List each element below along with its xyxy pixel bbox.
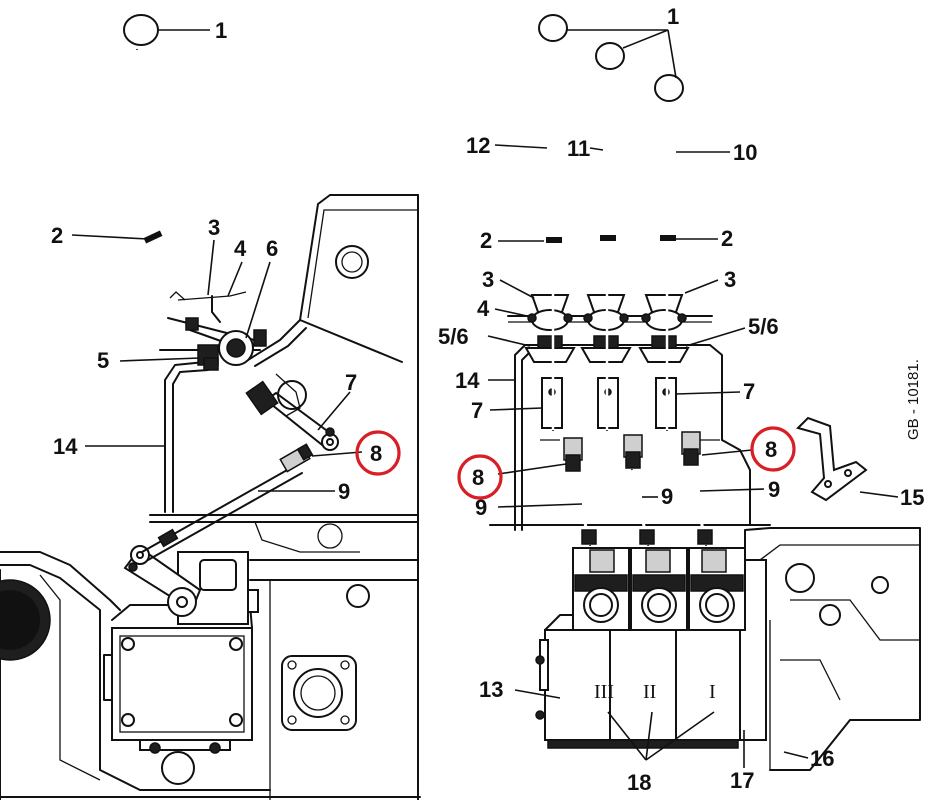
right-label-12: 12 xyxy=(466,133,490,158)
right-leader-lines xyxy=(487,29,899,768)
right-label-8-right: 8 xyxy=(765,437,777,462)
right-label-16: 16 xyxy=(810,746,834,771)
right-label-3-right: 3 xyxy=(724,267,736,292)
right-rod-ends-8 xyxy=(563,431,701,472)
left-connecting-rod-9 xyxy=(141,464,303,561)
right-label-14: 14 xyxy=(455,368,480,393)
right-label-4: 4 xyxy=(477,296,490,321)
right-label-2-right: 2 xyxy=(721,226,733,251)
left-hand-lever xyxy=(123,14,279,416)
right-label-8-left-highlight xyxy=(457,454,503,500)
left-label-9: 9 xyxy=(338,479,350,504)
right-lower-arms-7 xyxy=(541,377,677,429)
left-support-bracket-14 xyxy=(164,319,307,513)
left-label-6: 6 xyxy=(266,236,278,261)
left-label-8-highlight xyxy=(355,430,401,476)
right-label-8-right-highlight xyxy=(750,426,796,472)
right-support-frame-14 xyxy=(489,344,771,531)
left-valve-crank xyxy=(123,545,202,617)
right-label-7-right: 7 xyxy=(743,379,755,404)
right-label-2-left: 2 xyxy=(480,228,492,253)
right-label-11: 11 xyxy=(567,136,590,161)
right-label-5-6-left: 5/6 xyxy=(438,324,469,349)
left-label-4: 4 xyxy=(234,236,247,261)
left-rod-end-8 xyxy=(279,443,314,473)
right-label-18: 18 xyxy=(627,770,651,795)
figure-code: GB - 10181. xyxy=(905,359,922,440)
left-label-14: 14 xyxy=(53,434,78,459)
right-label-5-6-right: 5/6 xyxy=(748,314,779,339)
right-label-9-center: 9 xyxy=(661,484,673,509)
left-leader-lines xyxy=(71,29,363,492)
right-pivot-left xyxy=(524,294,576,363)
left-label-8: 8 xyxy=(370,441,382,466)
right-label-9-left: 9 xyxy=(475,495,487,520)
right-front-view: III II I 1 12 11 10 2 2 3 3 4 5/6 5/6 14… xyxy=(438,4,924,795)
section-mark-I: I xyxy=(709,681,716,703)
left-label-3: 3 xyxy=(208,215,220,240)
right-hand-levers xyxy=(538,14,684,431)
left-housing-outline xyxy=(0,194,421,800)
section-mark-III: III xyxy=(594,681,614,703)
left-label-7: 7 xyxy=(345,370,357,395)
right-bracket-15 xyxy=(796,416,868,502)
right-label-13: 13 xyxy=(479,677,503,702)
right-label-3-left: 3 xyxy=(482,267,494,292)
section-mark-II: II xyxy=(643,681,656,703)
right-label-7-left: 7 xyxy=(471,398,483,423)
right-housing-outline xyxy=(744,527,921,771)
right-valve-stack xyxy=(535,547,767,749)
left-pivot-assembly xyxy=(159,291,307,417)
right-connecting-rods-9 xyxy=(571,464,713,546)
right-pivot-housings xyxy=(507,294,713,363)
right-label-10: 10 xyxy=(733,140,757,165)
right-label-1: 1 xyxy=(667,4,679,29)
right-label-9-right: 9 xyxy=(768,477,780,502)
right-label-8-left: 8 xyxy=(472,465,484,490)
left-label-1: 1 xyxy=(215,18,227,43)
left-label-5: 5 xyxy=(97,348,109,373)
left-side-view: 1 2 3 4 5 6 7 8 9 14 xyxy=(0,14,421,800)
right-pivot-right xyxy=(638,294,690,363)
right-label-17: 17 xyxy=(730,768,754,793)
right-label-15: 15 xyxy=(900,485,924,510)
left-label-2: 2 xyxy=(51,223,63,248)
